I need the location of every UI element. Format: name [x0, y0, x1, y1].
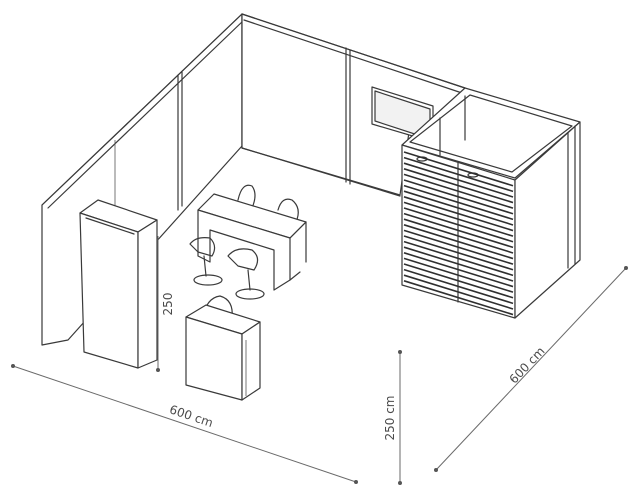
door-slat: [403, 196, 514, 232]
door-slat: [403, 201, 514, 237]
door-slat: [403, 274, 514, 310]
door-slat: [403, 179, 514, 215]
stool-right: [227, 248, 265, 300]
wall-height-label: 250 cm: [383, 395, 397, 440]
storage-room: [401, 87, 581, 319]
door-slat: [403, 280, 514, 316]
back-wall: [241, 13, 466, 197]
door-slat: [403, 218, 514, 254]
tall-cabinet: [79, 199, 158, 369]
door-slat: [403, 190, 514, 226]
door-slat: [403, 162, 514, 198]
door-slats: [403, 151, 514, 316]
door-slat: [403, 257, 514, 293]
stool-left: [189, 237, 223, 286]
door-slat: [403, 229, 514, 265]
door-slat: [403, 240, 514, 277]
door-slat: [403, 151, 514, 187]
chair-back-left: [237, 184, 256, 209]
door-slat: [403, 235, 514, 271]
reception-counter: [185, 295, 261, 401]
cabinet-height-label: 250: [161, 293, 175, 316]
door-slat: [403, 268, 514, 305]
bar-table: [189, 184, 307, 300]
door-slat: [403, 156, 514, 193]
door-slat: [403, 212, 514, 249]
door-slat: [403, 184, 514, 221]
door-slat: [403, 252, 514, 288]
side-depth-label: 600 cm: [507, 344, 548, 386]
door-slat: [403, 246, 514, 282]
door-slat: [403, 263, 514, 299]
chair-back-right: [277, 198, 299, 223]
door-slat: [403, 207, 514, 243]
dimension-front-width: 600 cm: [11, 364, 358, 484]
door-slat: [403, 168, 514, 204]
dimension-wall-height: 250 cm: [383, 350, 402, 485]
door-slat: [403, 173, 514, 209]
dimension-cabinet-height: 250: [156, 236, 175, 372]
door-slat: [403, 224, 514, 260]
